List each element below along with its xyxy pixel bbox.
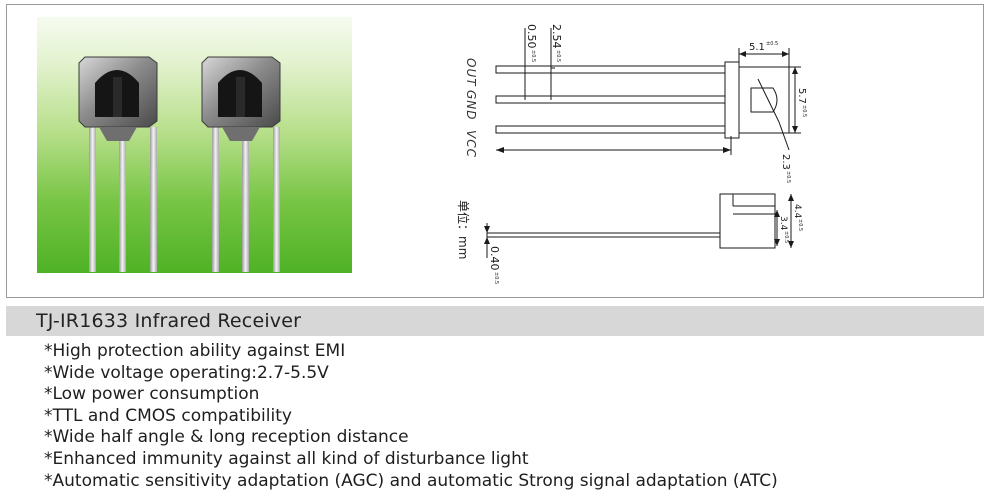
dim-pin-width-tol: ±0.5: [530, 50, 536, 62]
body-outline-top: [738, 66, 790, 134]
pin-out-outline: [495, 65, 726, 74]
dim-lens-offset-tol: ±0.5: [785, 171, 791, 183]
feature-item: *Automatic sensitivity adaptation (AGC) …: [44, 470, 778, 491]
dim-pitch-tol: ±0.5: [555, 50, 561, 62]
ir-receiver-module-left: [78, 56, 158, 272]
pin-label-vcc: VCC: [464, 130, 478, 158]
dim-lens-offset: 2.3: [780, 154, 791, 170]
dim-lens-depth: 3.4: [778, 216, 788, 231]
dimension-drawing: OUT GND VCC 2.54 ±0.5 0.50 ±0.5 5.1 ±0.5…: [456, 24, 807, 284]
feature-list: *High protection ability against EMI *Wi…: [44, 341, 778, 492]
dim-body-width-tol: ±0.5: [766, 41, 778, 47]
feature-item: *High protection ability against EMI: [44, 341, 346, 361]
dim-body-height-tol: ±0.5: [801, 105, 807, 117]
feature-item: *TTL and CMOS compatibility: [44, 405, 292, 426]
dim-body-height: 5.7: [796, 88, 807, 104]
feature-item: *Low power consumption: [44, 384, 260, 405]
pin-label-out: OUT: [464, 58, 478, 87]
unit-label: 单位：mm: [456, 200, 471, 259]
feature-item: *Wide half angle & long reception distan…: [44, 427, 409, 448]
dim-body-width: 5.1: [749, 42, 765, 53]
dim-depth: 4.4: [792, 204, 802, 219]
pin-gnd-outline: [495, 95, 726, 104]
dim-pitch: 2.54: [550, 24, 563, 49]
dim-pin-width: 0.50: [525, 24, 538, 49]
pin-label-gnd: GND: [464, 90, 478, 121]
lens-outline: [750, 87, 778, 113]
feature-item: *Enhanced immunity against all kind of d…: [44, 448, 529, 469]
dim-depth-tol: ±0.5: [797, 219, 803, 231]
product-title-bar: TJ-IR1633 Infrared Receiver: [6, 306, 984, 336]
pin-vcc-outline: [495, 125, 726, 134]
dim-lens-depth-tol: ±0.5: [783, 231, 789, 243]
body-flange: [724, 61, 740, 139]
dim-pin-thickness-tol: ±0.5: [493, 272, 499, 284]
dim-pin-thickness: 0.40: [488, 246, 501, 271]
feature-item: *Wide voltage operating:2.7-5.5V: [44, 362, 329, 383]
ir-receiver-module-right: [201, 56, 281, 272]
ir-receiver-photo-illustration: [78, 56, 281, 272]
body-outline-side: [719, 193, 776, 249]
lens-angle-line: [757, 78, 780, 123]
product-title: TJ-IR1633 Infrared Receiver: [36, 310, 302, 332]
product-figure-frame: [6, 4, 984, 298]
product-photo: [37, 17, 352, 273]
